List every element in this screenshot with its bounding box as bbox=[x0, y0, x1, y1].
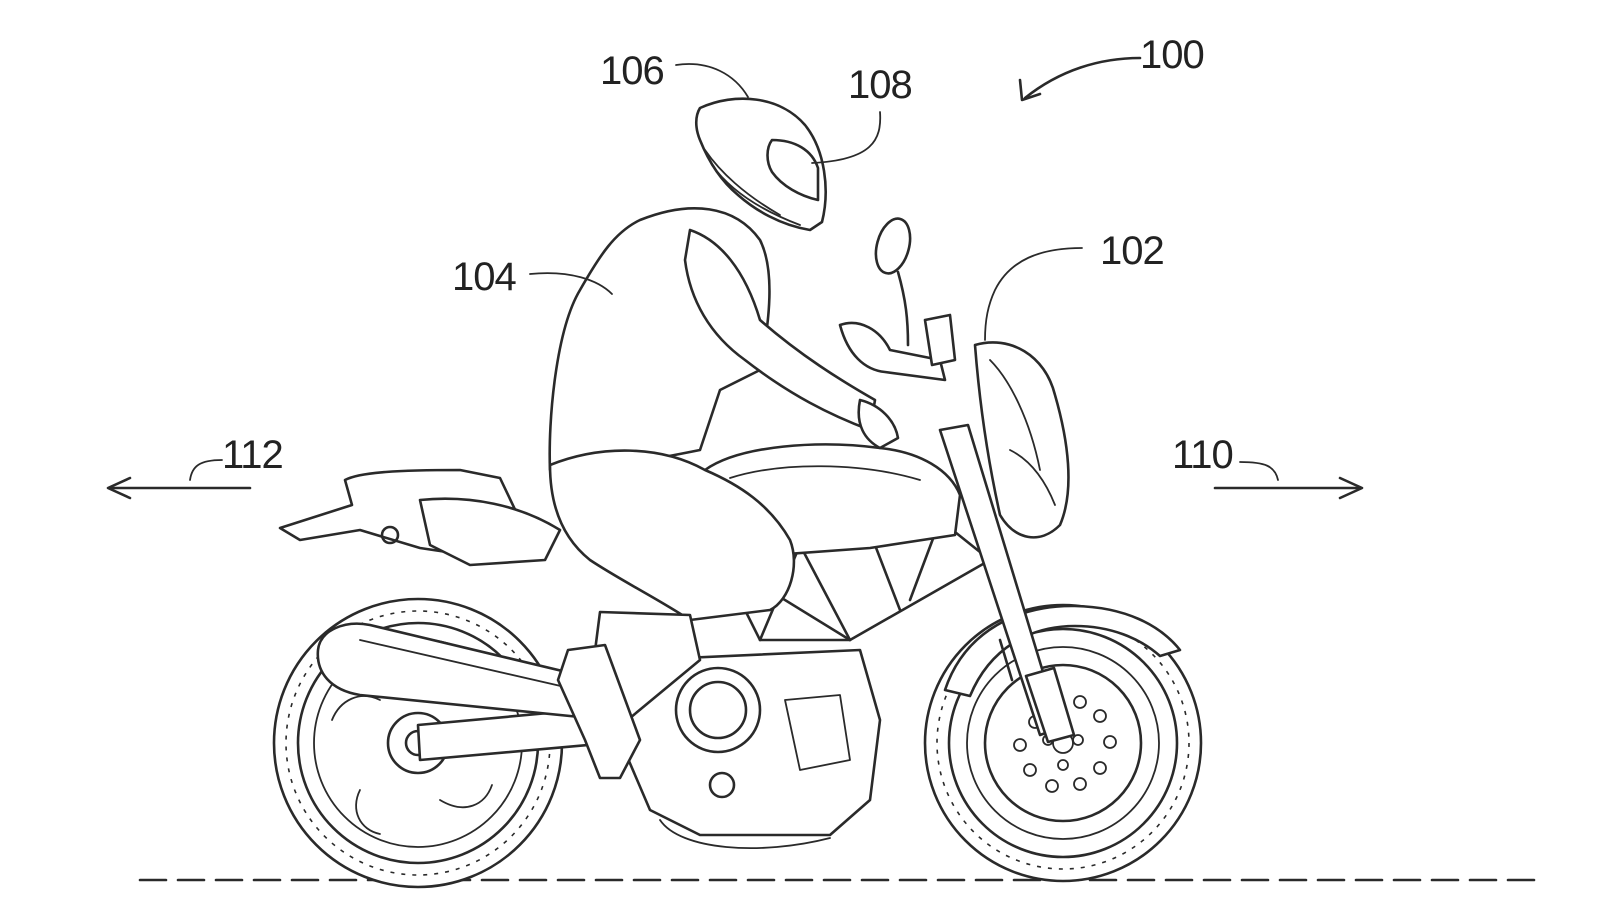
label-helmet: 106 bbox=[600, 49, 664, 93]
label-motorcycle: 102 bbox=[1100, 229, 1164, 273]
front-wheel bbox=[923, 603, 1203, 883]
label-rearward: 112 bbox=[222, 433, 283, 477]
label-system: 100 bbox=[1140, 33, 1204, 77]
system-leader-arrow bbox=[1018, 56, 1142, 102]
label-forward: 110 bbox=[1172, 433, 1233, 477]
forward-arrow bbox=[1213, 461, 1364, 500]
label-visor: 108 bbox=[848, 63, 912, 107]
helmet bbox=[694, 97, 827, 232]
leader-lines bbox=[529, 63, 1083, 341]
tail-section bbox=[278, 468, 562, 567]
rider bbox=[548, 207, 900, 780]
visor bbox=[766, 138, 820, 202]
mirror bbox=[874, 217, 912, 347]
rearward-arrow bbox=[106, 459, 252, 500]
headlight-fairing bbox=[973, 341, 1070, 539]
label-rider: 104 bbox=[452, 255, 516, 299]
engine bbox=[618, 648, 882, 850]
handlebar bbox=[838, 313, 957, 382]
front-fork bbox=[938, 423, 1076, 744]
